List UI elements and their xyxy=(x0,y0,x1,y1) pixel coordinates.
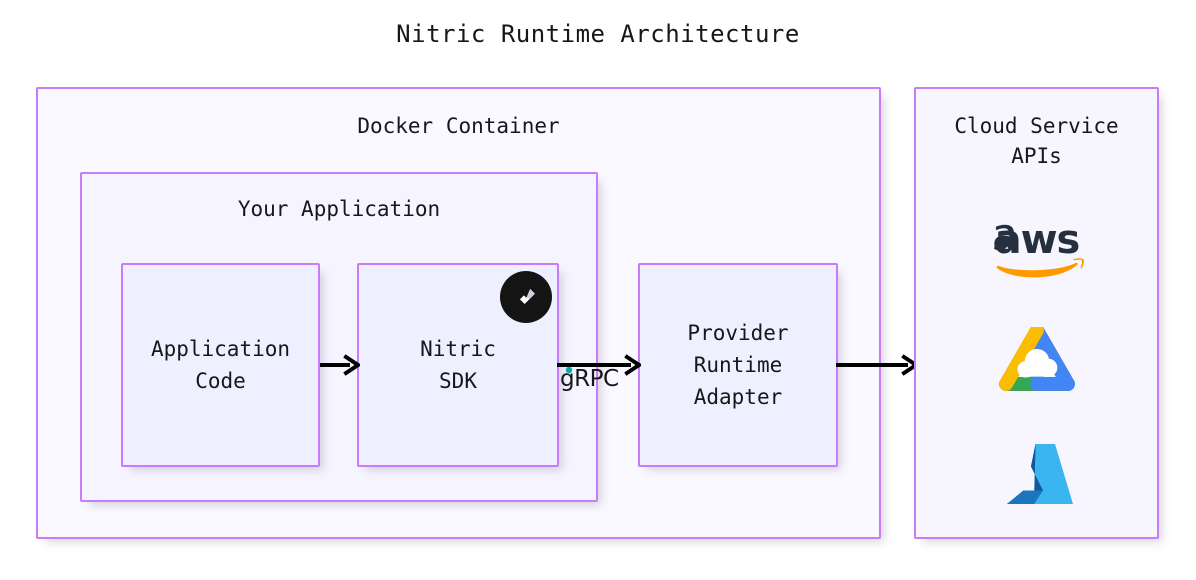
aws-logo-icon: aws xyxy=(916,207,1157,293)
your-application-label: Your Application xyxy=(237,197,441,221)
nitric-sdk-label: Nitric SDK xyxy=(420,337,496,393)
diagram-title: Nitric Runtime Architecture xyxy=(396,20,800,48)
arrow-code-to-sdk-icon xyxy=(320,354,360,376)
azure-logo-icon xyxy=(916,429,1157,519)
nitric-logo-icon xyxy=(500,271,552,323)
svg-text:aws: aws xyxy=(994,217,1079,263)
grpc-edge-label: gRPC xyxy=(560,366,619,392)
grpc-accent-dot-icon xyxy=(565,366,573,374)
provider-runtime-adapter-node: Provider Runtime Adapter xyxy=(638,263,838,467)
provider-runtime-adapter-label: Provider Runtime Adapter xyxy=(687,321,789,409)
cloud-service-apis-label: Cloud Service APIs xyxy=(954,114,1119,168)
docker-container-label: Docker Container xyxy=(357,114,560,138)
arrow-sdk-to-adapter-icon xyxy=(557,354,641,376)
cloud-service-apis-box: Cloud Service APIs aws xyxy=(914,87,1159,539)
arrow-adapter-to-cloud-icon xyxy=(836,354,918,376)
application-code-node: Application Code xyxy=(121,263,320,467)
application-code-label: Application Code xyxy=(150,337,291,393)
google-cloud-logo-icon xyxy=(916,319,1157,405)
